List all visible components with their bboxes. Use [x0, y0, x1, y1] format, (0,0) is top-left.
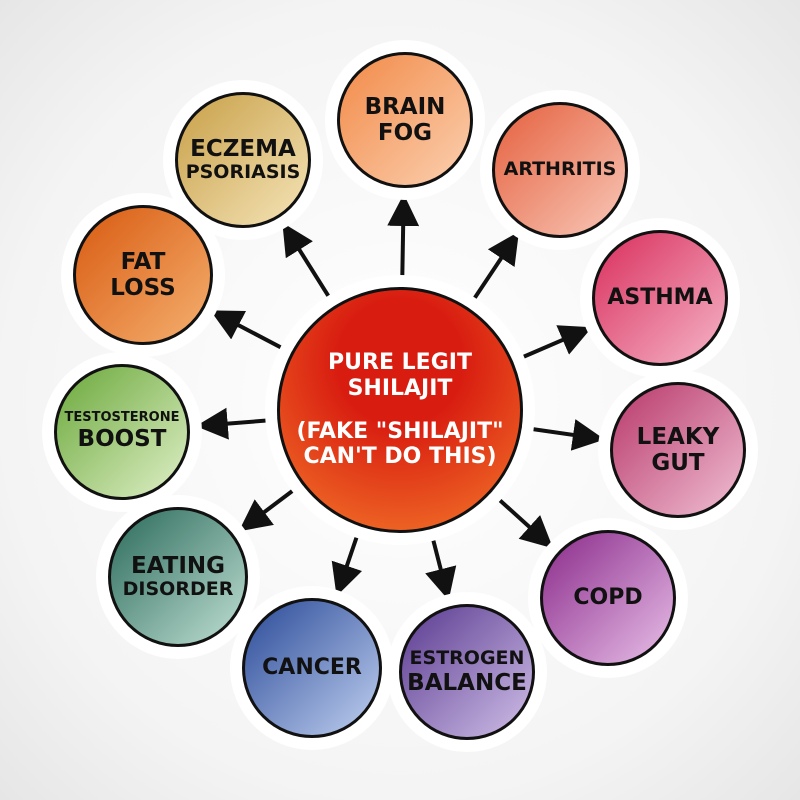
arrow	[425, 526, 457, 601]
arrow	[195, 407, 280, 440]
benefit-label: DISORDER	[122, 578, 234, 601]
center-title-line2: SHILAJIT	[347, 375, 453, 401]
benefit-label: BALANCE	[407, 669, 527, 696]
center-note-line1: (FAKE "SHILAJIT"	[296, 419, 504, 444]
benefit-label: LOSS	[110, 275, 176, 301]
benefit-label: LEAKY	[636, 423, 720, 450]
benefit-label: ARTHRITIS	[503, 158, 617, 181]
arrow	[510, 325, 593, 364]
arrow	[282, 222, 338, 309]
benefit-label: ECZEMA	[190, 135, 296, 162]
benefit-label: BOOST	[77, 426, 167, 453]
benefit-label: FOG	[377, 120, 433, 146]
center-note-line2: CAN'T DO THIS)	[303, 444, 497, 470]
benefit-label: FAT	[120, 248, 166, 275]
arrow	[465, 231, 519, 311]
benefit-label: ASTHMA	[607, 285, 713, 311]
arrow	[331, 523, 363, 597]
benefit-label: CANCER	[262, 655, 362, 681]
benefit-circle-cancer: CANCER	[242, 598, 382, 738]
benefit-circle-copd: COPD	[540, 530, 676, 666]
benefit-label: EATING	[130, 552, 226, 579]
benefit-label: ESTROGEN	[409, 646, 525, 669]
benefit-label: PSORIASIS	[185, 161, 301, 184]
arrow	[488, 489, 554, 549]
benefit-label: TESTOSTERONE	[64, 410, 180, 426]
benefit-circle-asthma: ASTHMA	[592, 230, 728, 366]
arrow	[519, 419, 605, 451]
center-circle-pure-shilajit: PURE LEGIT SHILAJIT (FAKE "SHILAJIT" CAN…	[277, 287, 523, 533]
benefit-label: GUT	[651, 450, 705, 476]
arrow	[210, 310, 294, 356]
benefit-label: COPD	[573, 585, 643, 611]
benefit-circle-arthritis: ARTHRITIS	[492, 102, 628, 238]
benefit-label: BRAIN	[364, 93, 446, 120]
arrow	[238, 481, 305, 532]
arrow	[387, 193, 420, 290]
center-title-line1: PURE LEGIT	[328, 350, 472, 376]
